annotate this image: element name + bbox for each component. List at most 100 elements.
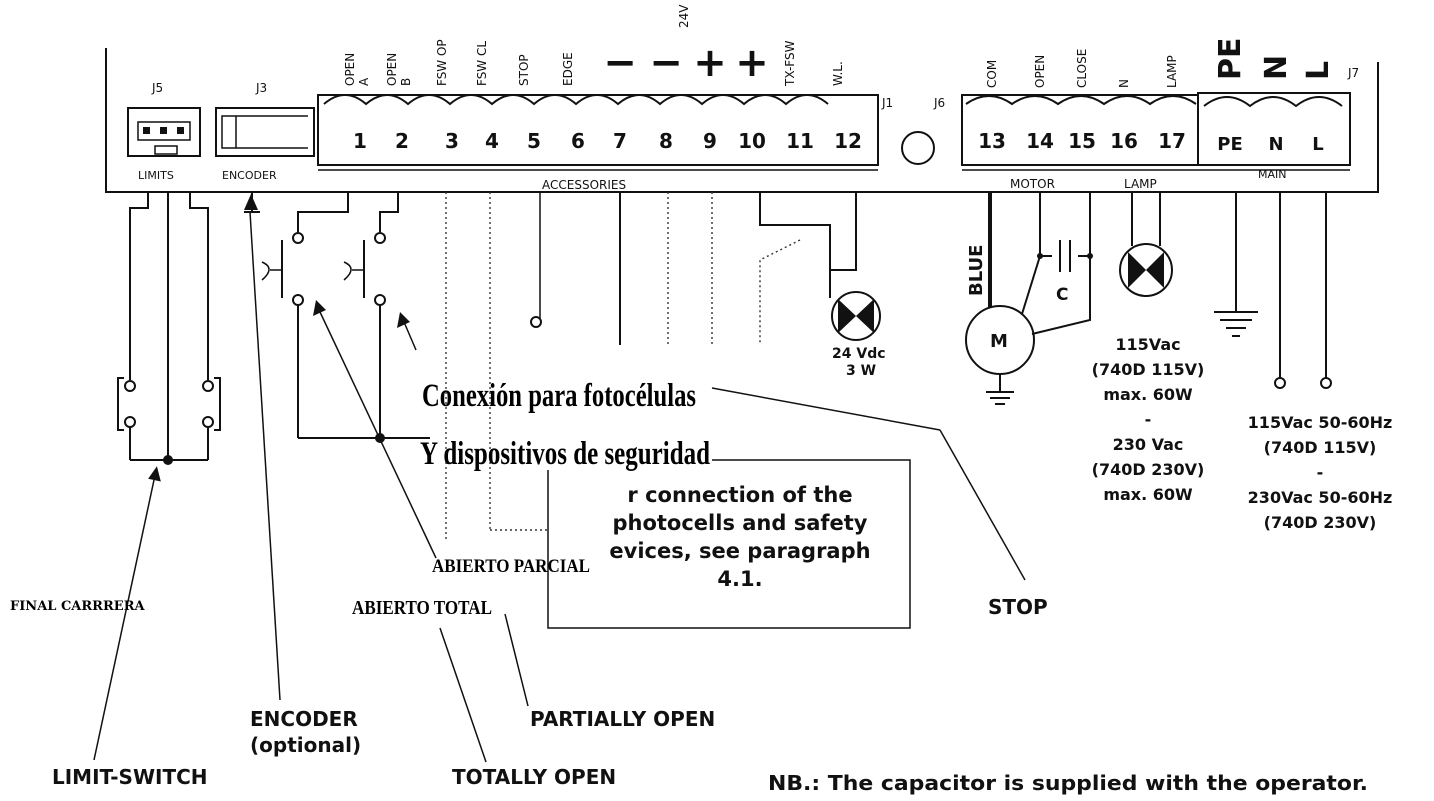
photocell-note-spanish-line2: Y dispositivos de seguridad — [420, 436, 710, 472]
motor-lamp — [1119, 192, 1173, 297]
lamp-rating-line-3: max. 60W — [1103, 385, 1193, 404]
j3-label: J3 — [255, 81, 267, 95]
limit-switch-label: LIMIT-SWITCH — [52, 765, 208, 789]
photocell-note-english-line-1: r connection of the — [627, 483, 852, 507]
lamp-rating-line-2: (740D 115V) — [1092, 360, 1205, 379]
j7-terminal-n: N — [1268, 134, 1283, 155]
lamp-rating-line-6: (740D 230V) — [1092, 460, 1205, 479]
j1-terminal-8: 8 — [659, 129, 673, 153]
j1-terminal-9: 9 — [703, 129, 717, 153]
capacitor-label: C — [1056, 285, 1068, 305]
j6-header-17: LAMP — [1165, 55, 1179, 88]
j1-header-1-2: A — [357, 77, 371, 86]
j1-header-2-1: OPEN — [385, 53, 399, 86]
j6-header-labels: COM OPEN CLOSE N LAMP — [985, 49, 1179, 88]
j1-terminal-3: 3 — [445, 129, 459, 153]
mains-rating-line-4: 230Vac 50-60Hz — [1248, 488, 1393, 507]
j1-terminal-5: 5 — [527, 129, 541, 153]
main-connector-label: MAIN — [1258, 168, 1287, 181]
photocell-note-english-line-3: evices, see paragraph — [609, 539, 870, 563]
j7-terminal-l: L — [1312, 134, 1323, 155]
lamp24-power: 3 W — [846, 363, 876, 379]
j6-terminal-15: 15 — [1068, 129, 1096, 153]
photocell-note-english-line-4: 4.1. — [717, 567, 762, 591]
mounting-hole — [901, 131, 935, 165]
push-buttons — [261, 192, 430, 443]
mains-rating-line-1: 115Vac 50-60Hz — [1248, 413, 1393, 432]
j7-label: J7 — [1347, 66, 1359, 80]
lamp24-voltage: 24 Vdc — [832, 346, 886, 362]
encoder-label: ENCODER — [250, 707, 358, 731]
j1-terminal-10: 10 — [738, 129, 766, 153]
j7-header-n: N — [1259, 55, 1294, 80]
j7-header-pe: PE — [1213, 38, 1248, 80]
j1-terminal-2: 2 — [395, 129, 409, 153]
j7-terminal-numbers: PE N L — [1217, 134, 1323, 155]
j1-header-8: − — [649, 40, 683, 86]
accessories-label: ACCESSORIES — [542, 178, 626, 192]
j1-label: J1 — [881, 96, 893, 110]
lamp-connector-label: LAMP — [1124, 177, 1157, 191]
limits-label: LIMITS — [138, 169, 174, 182]
j1-header-1-1: OPEN — [343, 53, 357, 86]
mains-rating-line-3: - — [1317, 463, 1324, 482]
j6-header-15: CLOSE — [1075, 49, 1089, 88]
j6-header-16: N — [1117, 79, 1131, 88]
j1-header-5: STOP — [517, 54, 531, 86]
partially-open-label: PARTIALLY OPEN — [530, 707, 715, 731]
j1-header-12: W.L. — [831, 61, 845, 86]
j1-header-2-2: B — [399, 78, 413, 86]
mains-rating-line-5: (740D 230V) — [1264, 513, 1377, 532]
lamp-rating-line-1: 115Vac — [1115, 335, 1180, 354]
warning-lamp-24v — [759, 192, 881, 341]
j7-header-l: L — [1301, 61, 1336, 80]
nb-capacitor-note: NB.: The capacitor is supplied with the … — [768, 771, 1368, 795]
photocell-note-english-line-2: photocells and safety — [612, 511, 867, 535]
motor-wiring — [965, 192, 1093, 405]
lamp-rating-text: 115Vac(740D 115V)max. 60W-230 Vac(740D 2… — [1092, 335, 1205, 504]
mains-rating-text: 115Vac 50-60Hz (740D 115V) - 230Vac 50-60Hz… — [1248, 413, 1393, 532]
j6-terminal-13: 13 — [978, 129, 1006, 153]
j7-terminal-pe: PE — [1217, 134, 1243, 155]
j6-header-14: OPEN — [1033, 55, 1047, 88]
j5-label: J5 — [151, 81, 163, 95]
j1-terminal-11: 11 — [786, 129, 814, 153]
stop-label: STOP — [988, 595, 1048, 619]
encoder-optional-label: (optional) — [250, 733, 361, 757]
connector-j3 — [215, 107, 315, 157]
j6-terminal-16: 16 — [1110, 129, 1138, 153]
j1-terminal-6: 6 — [571, 129, 585, 153]
motor-label: M — [990, 331, 1008, 352]
mains-rating-line-2: (740D 115V) — [1264, 438, 1377, 457]
24v-label: 24V — [677, 4, 691, 28]
motor-connector-label: MOTOR — [1010, 177, 1055, 191]
j1-header-6: EDGE — [561, 52, 575, 86]
j1-terminal-1: 1 — [353, 129, 367, 153]
photocell-note-box — [547, 459, 911, 629]
totally-open-label: TOTALLY OPEN — [452, 765, 616, 789]
j6-terminal-14: 14 — [1026, 129, 1054, 153]
j1-header-4: FSW CL — [475, 41, 489, 86]
encoder-connector-label: ENCODER — [222, 169, 277, 182]
limit-switch-wiring — [117, 192, 221, 465]
lamp-rating-line-7: max. 60W — [1103, 485, 1193, 504]
j1-terminal-7: 7 — [613, 129, 627, 153]
abierto-parcial-label: ABIERTO PARCIAL — [432, 556, 590, 577]
j1-terminal-12: 12 — [834, 129, 862, 153]
j1-header-7: − — [603, 40, 637, 86]
mains-wiring — [1214, 192, 1332, 389]
j1-header-3: FSW OP — [435, 39, 449, 86]
abierto-total-label: ABIERTO TOTAL — [352, 597, 492, 619]
blue-wire-label: BLUE — [966, 245, 987, 296]
j6-header-13: COM — [985, 60, 999, 88]
j1-header-11: TX-FSW — [783, 40, 797, 87]
j1-header-9: + — [693, 40, 727, 86]
connector-j5 — [127, 107, 201, 157]
terminal-block-j7 — [1197, 92, 1351, 166]
accessory-dotted-wires — [445, 192, 801, 540]
j1-header-10: + — [735, 40, 769, 86]
